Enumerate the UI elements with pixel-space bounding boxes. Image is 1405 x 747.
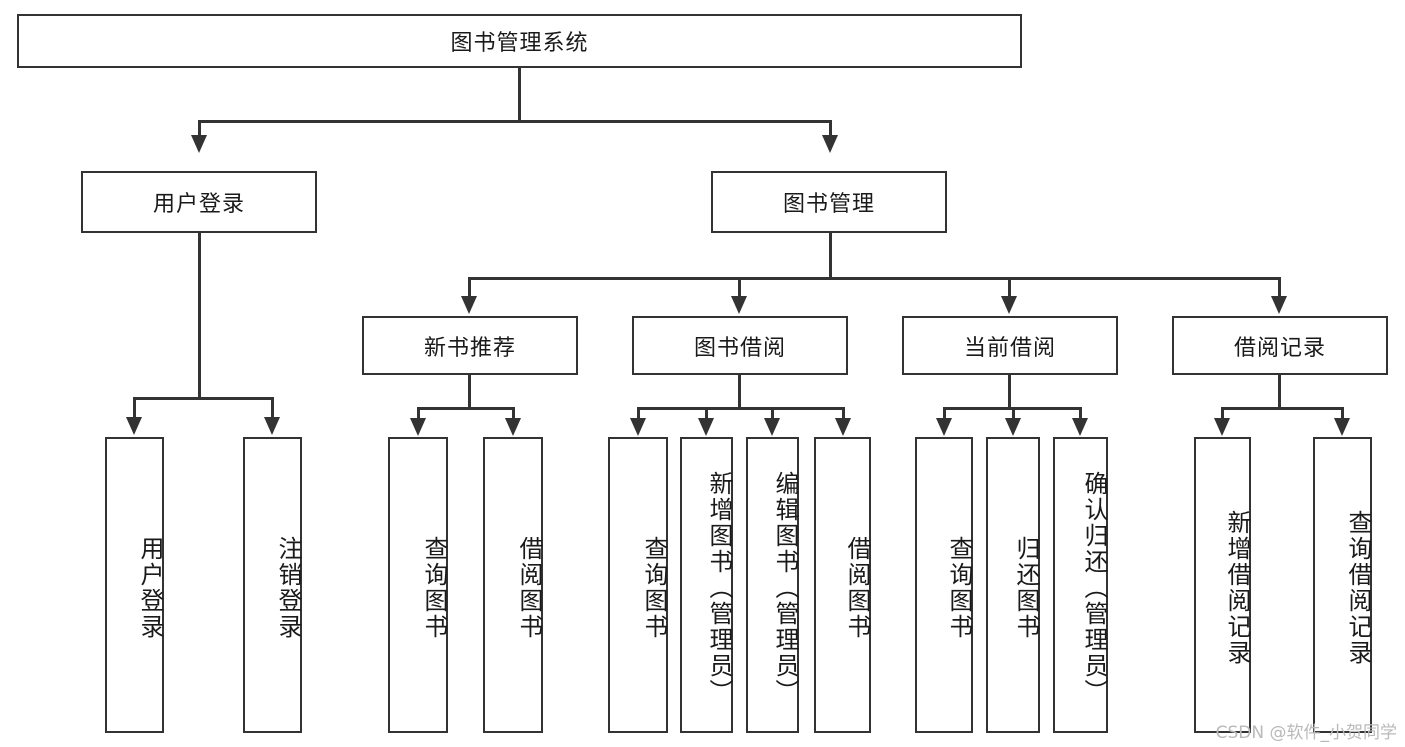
node-label: 当前借阅: [963, 335, 1056, 361]
node-label: 借阅图书: [843, 536, 871, 640]
edge-current-to-leaf-3: [1079, 407, 1082, 421]
leaf-add-borrow-record[interactable]: 新增借阅记录: [1194, 437, 1251, 733]
edge-book-mgmt-to-new-books: [468, 277, 471, 299]
leaf-return-books[interactable]: 归还图书: [986, 437, 1040, 733]
arrow-root-to-book-mgmt: [822, 135, 838, 153]
edge-borrow-to-leaf-2: [705, 407, 708, 421]
edge-borrow-to-leaf-4: [842, 407, 845, 421]
edge-records-to-leaf-2: [1341, 407, 1344, 421]
node-label: 图书借阅: [693, 335, 786, 361]
arrow-borrow-to-leaf-3: [764, 418, 780, 436]
edge-records-to-leaf-1: [1221, 407, 1224, 421]
edge-current-stem: [1008, 375, 1011, 407]
edge-root-to-book-mgmt: [829, 120, 832, 138]
arrow-current-to-leaf-1: [936, 418, 952, 436]
node-book-management[interactable]: 图书管理: [711, 171, 947, 233]
arrow-book-mgmt-to-current: [1001, 296, 1017, 314]
node-current-borrow[interactable]: 当前借阅: [902, 316, 1118, 375]
leaf-query-books-recommend[interactable]: 查询图书: [388, 437, 448, 733]
arrow-current-to-leaf-2: [1005, 418, 1021, 436]
edge-current-to-leaf-1: [943, 407, 946, 421]
arrow-records-to-leaf-1: [1214, 418, 1230, 436]
edge-book-mgmt-to-current: [1008, 277, 1011, 299]
node-label: 图书管理系统: [450, 31, 589, 56]
edge-records-stem: [1278, 375, 1281, 407]
leaf-confirm-return-admin[interactable]: 确认归还（管理员）: [1053, 437, 1108, 733]
edge-borrow-bus: [637, 407, 844, 410]
edge-user-login-stem: [198, 233, 201, 397]
node-label: 确认归还（管理员）: [1080, 471, 1108, 705]
edge-new-books-to-leaf-1: [417, 407, 420, 421]
leaf-logout[interactable]: 注销登录: [243, 437, 302, 733]
edge-user-login-bus: [133, 397, 272, 400]
arrow-user-login-to-leaf-1: [126, 417, 142, 435]
arrow-root-to-user-login: [191, 135, 207, 153]
arrow-user-login-to-leaf-2: [264, 417, 280, 435]
edge-book-mgmt-to-borrow: [738, 277, 741, 299]
node-label: 借阅图书: [515, 536, 543, 640]
edge-book-mgmt-to-records: [1278, 277, 1281, 299]
leaf-query-books-current[interactable]: 查询图书: [915, 437, 973, 733]
edge-root-to-user-login: [198, 120, 201, 138]
arrow-borrow-to-leaf-2: [698, 418, 714, 436]
edge-root-stem: [518, 68, 521, 120]
leaf-query-borrow-record[interactable]: 查询借阅记录: [1313, 437, 1372, 733]
node-label: 用户登录: [136, 536, 164, 640]
edge-borrow-stem: [738, 375, 741, 407]
edge-user-login-to-leaf-2: [271, 397, 274, 419]
node-label: 查询图书: [640, 536, 668, 640]
node-root[interactable]: 图书管理系统: [17, 14, 1022, 68]
edge-new-books-bus: [417, 407, 513, 410]
arrow-book-mgmt-to-borrow: [731, 296, 747, 314]
arrow-new-books-to-leaf-1: [410, 418, 426, 436]
edge-new-books-to-leaf-2: [512, 407, 515, 421]
arrow-records-to-leaf-2: [1334, 418, 1350, 436]
edge-current-to-leaf-2: [1012, 407, 1015, 421]
node-new-book-recommend[interactable]: 新书推荐: [362, 316, 578, 375]
node-label: 新增图书（管理员）: [705, 471, 733, 705]
leaf-query-books-borrow[interactable]: 查询图书: [608, 437, 668, 733]
node-label: 用户登录: [152, 192, 245, 217]
edge-borrow-to-leaf-3: [771, 407, 774, 421]
leaf-borrow-books[interactable]: 借阅图书: [814, 437, 871, 733]
node-label: 注销登录: [274, 536, 302, 640]
edge-borrow-to-leaf-1: [637, 407, 640, 421]
edge-book-mgmt-stem: [829, 233, 832, 277]
node-borrow-records[interactable]: 借阅记录: [1172, 316, 1388, 375]
node-label: 查询图书: [945, 536, 973, 640]
arrow-current-to-leaf-3: [1072, 418, 1088, 436]
node-label: 查询借阅记录: [1344, 510, 1372, 666]
leaf-edit-book-admin[interactable]: 编辑图书（管理员）: [746, 437, 799, 733]
edge-book-mgmt-bus: [468, 277, 1280, 280]
edge-root-bus: [198, 120, 830, 123]
arrow-book-mgmt-to-new-books: [461, 296, 477, 314]
edge-records-bus: [1221, 407, 1343, 410]
leaf-borrow-books-recommend[interactable]: 借阅图书: [483, 437, 543, 733]
arrow-book-mgmt-to-records: [1271, 296, 1287, 314]
node-user-login[interactable]: 用户登录: [81, 171, 317, 233]
node-label: 图书管理: [782, 192, 875, 217]
arrow-borrow-to-leaf-4: [835, 418, 851, 436]
arrow-borrow-to-leaf-1: [630, 418, 646, 436]
edge-new-books-stem: [468, 375, 471, 407]
node-label: 归还图书: [1012, 536, 1040, 640]
node-book-borrow[interactable]: 图书借阅: [632, 316, 848, 375]
leaf-user-login[interactable]: 用户登录: [105, 437, 164, 733]
node-label: 查询图书: [420, 536, 448, 640]
node-label: 借阅记录: [1233, 335, 1326, 361]
node-label: 新书推荐: [423, 335, 516, 361]
node-label: 新增借阅记录: [1223, 510, 1251, 666]
leaf-add-book-admin[interactable]: 新增图书（管理员）: [680, 437, 733, 733]
edge-user-login-to-leaf-1: [133, 397, 136, 419]
node-label: 编辑图书（管理员）: [771, 471, 799, 705]
arrow-new-books-to-leaf-2: [505, 418, 521, 436]
